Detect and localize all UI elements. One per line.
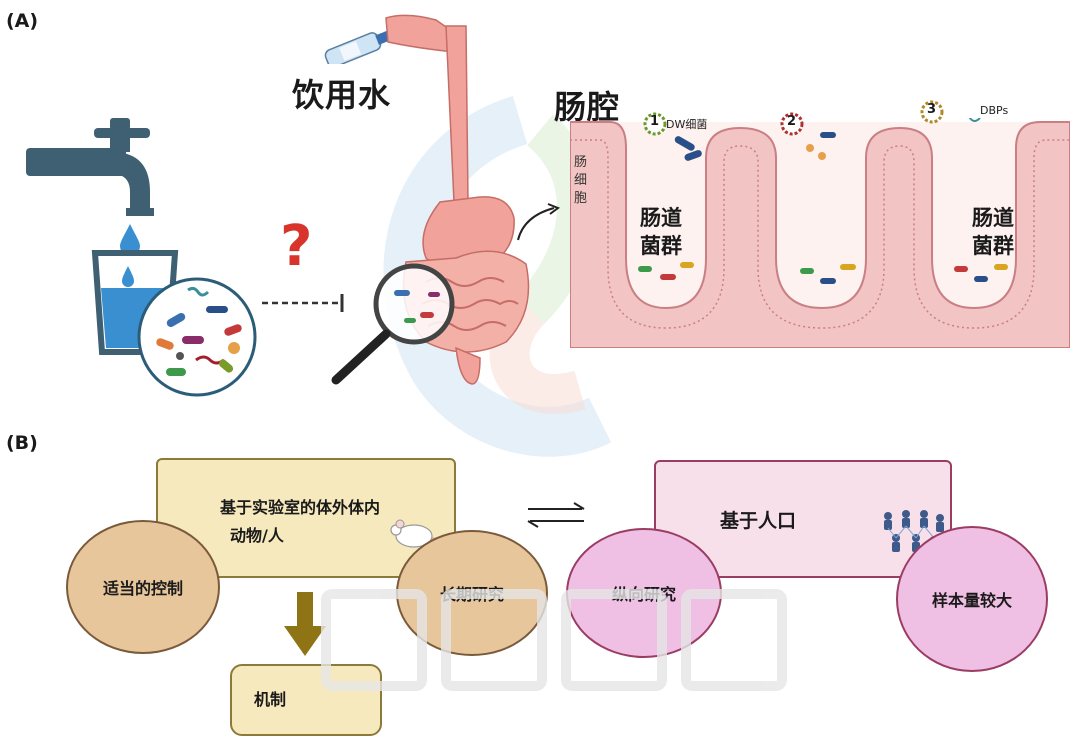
- marker-2-icon: [780, 112, 804, 136]
- marker-2-number: 2: [787, 114, 797, 129]
- water-drop-icon: [120, 224, 140, 256]
- inhibition-line: [262, 294, 344, 312]
- marker-1-label: DW细菌: [666, 118, 708, 131]
- mouse-icon: [390, 519, 447, 549]
- marker-3-label: DBPs: [980, 104, 1009, 117]
- gut-flora-label-right: 肠道 菌群: [972, 206, 1014, 258]
- marker-1-number: 1: [650, 114, 660, 129]
- magnifier-icon: [331, 263, 455, 385]
- water-bottle-icon: [324, 31, 391, 64]
- control-label: 适当的控制: [102, 579, 183, 598]
- exchange-arrows-icon: [527, 502, 585, 528]
- panel-b-label: (B): [6, 432, 38, 454]
- intestinal-cells-label: 肠 细 胞: [574, 155, 588, 206]
- ellipse-control: 适当的控制: [66, 520, 220, 654]
- zoom-arrow: [517, 203, 561, 241]
- faucet-icon: [26, 118, 154, 216]
- drinking-water-label: 饮用水: [292, 76, 392, 114]
- mechanism-label: 机制: [254, 690, 287, 709]
- marker-3-icon: [920, 100, 944, 124]
- question-mark: ?: [280, 214, 313, 279]
- ellipse-large-sample: 样本量较大: [896, 526, 1048, 672]
- lab-box-line1: 基于实验室的体外体内: [220, 498, 381, 517]
- gut-flora-label-left: 肠道 菌群: [640, 206, 682, 258]
- marker-3-number: 3: [927, 102, 937, 117]
- panel-a-label: (A): [6, 10, 39, 32]
- watermark-text-shapes: [321, 589, 787, 691]
- intestinal-lumen-label: 肠腔: [554, 88, 621, 126]
- intestinal-villi-diagram: [570, 118, 1070, 348]
- down-arrow-icon: [284, 592, 326, 656]
- population-box-label: 基于人口: [720, 510, 797, 532]
- mechanism-box: [230, 664, 382, 736]
- bacteria-circle-icon: [137, 277, 257, 397]
- lab-box-line2: 动物/人: [230, 526, 284, 545]
- marker-1-icon: [643, 112, 667, 136]
- large-sample-label: 样本量较大: [931, 591, 1012, 610]
